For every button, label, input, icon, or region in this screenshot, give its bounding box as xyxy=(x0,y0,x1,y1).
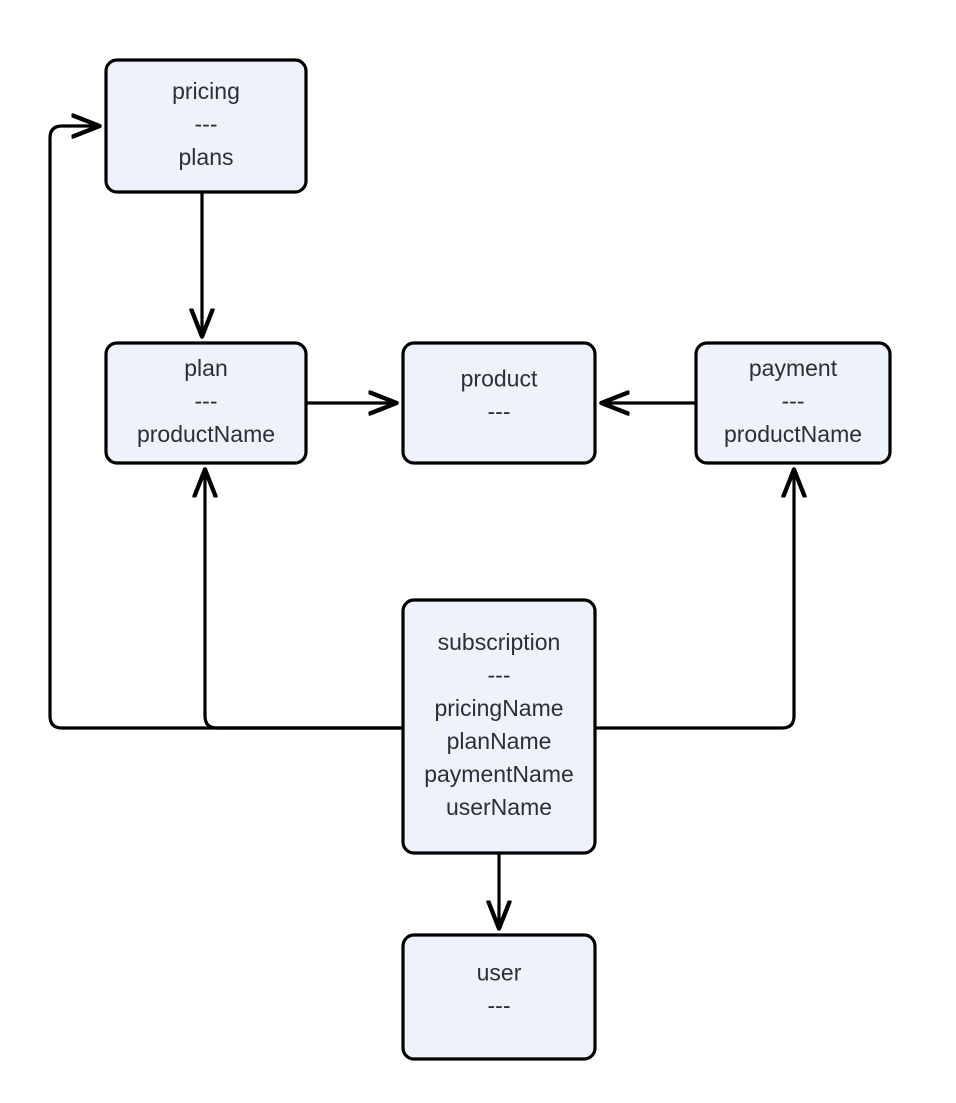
node-attribute-pricing-plans: plans xyxy=(179,144,234,170)
node-attribute-plan-productName: productName xyxy=(137,421,275,447)
node-separator-user: --- xyxy=(488,993,511,1019)
node-separator-subscription: --- xyxy=(488,662,511,688)
node-separator-payment: --- xyxy=(782,388,805,414)
edge-subscription-to-pricing xyxy=(48,126,403,730)
node-title-pricing: pricing xyxy=(172,78,240,104)
node-box-plan[interactable] xyxy=(104,341,308,465)
node-box-user[interactable] xyxy=(401,933,597,1061)
node-user[interactable]: user --- xyxy=(401,933,597,1061)
node-attribute-subscription-paymentName: paymentName xyxy=(424,761,574,787)
node-title-plan: plan xyxy=(184,355,227,381)
node-box-pricing[interactable] xyxy=(104,58,308,194)
edge-subscription-to-payment xyxy=(595,470,794,730)
node-attribute-subscription-userName: userName xyxy=(446,794,552,820)
node-title-product: product xyxy=(461,366,538,392)
edges-layer xyxy=(48,126,794,928)
node-separator-pricing: --- xyxy=(195,111,218,137)
node-title-user: user xyxy=(477,960,522,986)
nodes-layer: pricing --- plans plan --- productName product… xyxy=(104,58,892,1061)
node-box-product[interactable] xyxy=(401,341,597,465)
node-pricing[interactable]: pricing --- plans xyxy=(104,58,308,194)
node-attribute-subscription-pricingName: pricingName xyxy=(434,695,563,721)
node-attribute-payment-productName: productName xyxy=(724,421,862,447)
node-separator-product: --- xyxy=(488,399,511,425)
node-separator-plan: --- xyxy=(195,388,218,414)
node-title-subscription: subscription xyxy=(438,629,561,655)
node-box-payment[interactable] xyxy=(694,341,892,465)
node-product[interactable]: product --- xyxy=(401,341,597,465)
node-plan[interactable]: plan --- productName xyxy=(104,341,308,465)
node-payment[interactable]: payment --- productName xyxy=(694,341,892,465)
node-subscription[interactable]: subscription --- pricingName planName paymen… xyxy=(401,598,597,855)
node-box-subscription[interactable] xyxy=(401,598,597,855)
node-title-payment: payment xyxy=(749,355,838,381)
node-attribute-subscription-planName: planName xyxy=(447,728,552,754)
edge-subscription-to-plan xyxy=(205,470,403,730)
